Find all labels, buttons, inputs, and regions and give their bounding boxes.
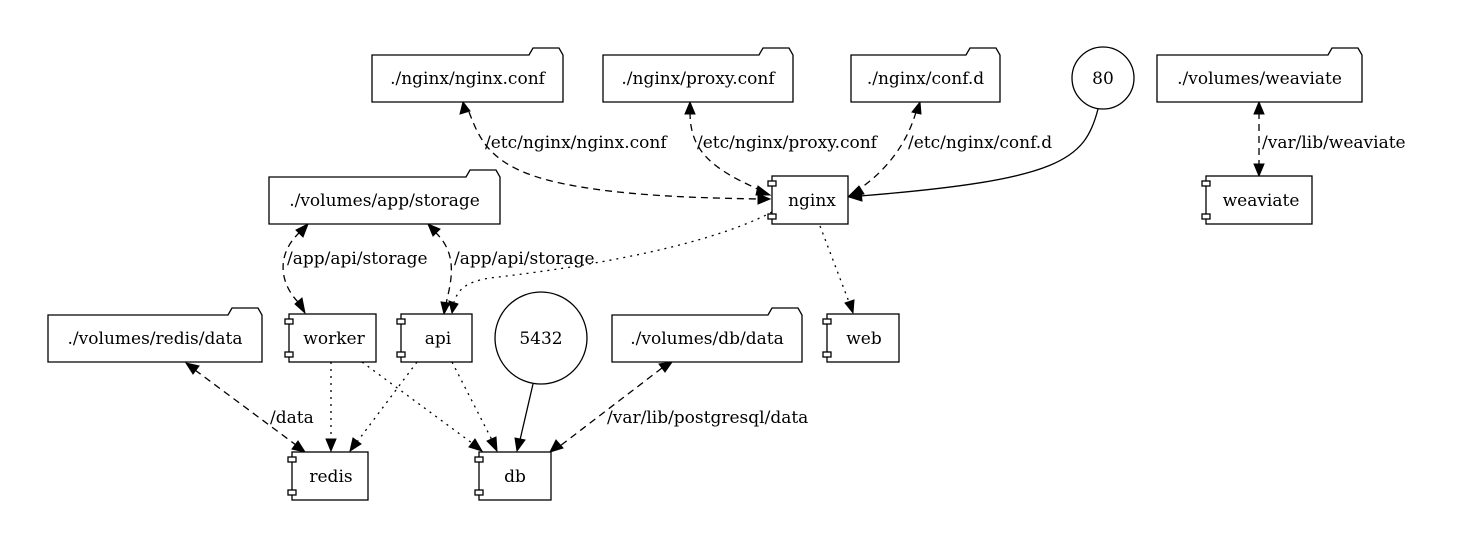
service-weaviate[interactable]: weaviate bbox=[1201, 175, 1313, 225]
volume-weaviate[interactable]: ./volumes/weaviate bbox=[1156, 47, 1363, 103]
arrowhead bbox=[468, 438, 484, 452]
volume-nodes: ./nginx/nginx.conf ./nginx/proxy.conf ./… bbox=[47, 47, 1363, 363]
component-tab-icon bbox=[396, 351, 406, 358]
service-label: nginx bbox=[788, 191, 836, 211]
service-web[interactable]: web bbox=[822, 313, 900, 363]
arrowhead bbox=[448, 300, 459, 315]
volume-label: ./nginx/conf.d bbox=[867, 69, 984, 89]
edge-proxy-conf bbox=[689, 111, 761, 191]
service-redis[interactable]: redis bbox=[287, 451, 369, 501]
arrowhead bbox=[757, 193, 772, 205]
port-5432[interactable]: 5432 bbox=[494, 291, 588, 385]
edge-port-80 bbox=[859, 108, 1099, 197]
port-80[interactable]: 80 bbox=[1071, 46, 1135, 110]
port-label: 5432 bbox=[519, 329, 562, 349]
component-tab-icon bbox=[822, 318, 832, 325]
component-tab-icon bbox=[284, 351, 294, 358]
edge-label-worker-storage: /app/api/storage bbox=[287, 249, 428, 269]
arrowhead bbox=[295, 222, 309, 238]
component-tab-icon bbox=[287, 456, 297, 463]
port-nodes: 80 5432 bbox=[494, 46, 1135, 385]
arrowhead bbox=[349, 437, 362, 453]
service-label: api bbox=[425, 329, 452, 349]
arrowhead bbox=[459, 100, 471, 115]
service-worker[interactable]: worker bbox=[284, 313, 377, 363]
arrowhead bbox=[486, 436, 498, 453]
port-label: 80 bbox=[1092, 69, 1114, 89]
volume-app-storage[interactable]: ./volumes/app/storage bbox=[268, 169, 501, 225]
edge-conf-d bbox=[857, 111, 917, 191]
edge-label-conf-d: /etc/nginx/conf.d bbox=[908, 133, 1052, 153]
volume-redis-data[interactable]: ./volumes/redis/data bbox=[47, 307, 263, 363]
edges bbox=[184, 100, 1265, 453]
service-label: db bbox=[504, 467, 526, 487]
service-label: worker bbox=[303, 329, 365, 349]
volume-label: ./nginx/nginx.conf bbox=[390, 69, 547, 89]
edge-nginx-conf bbox=[468, 111, 761, 200]
component-tab-icon bbox=[822, 351, 832, 358]
edge-db-data bbox=[559, 367, 663, 447]
component-tab-icon bbox=[474, 489, 484, 496]
component-tab-icon bbox=[284, 318, 294, 325]
edge-worker-db bbox=[361, 361, 473, 444]
arrowhead bbox=[847, 190, 863, 202]
volume-nginx-conf[interactable]: ./nginx/nginx.conf bbox=[371, 47, 564, 103]
arrowhead bbox=[1253, 163, 1265, 178]
arrowhead bbox=[755, 185, 772, 196]
component-tab-icon bbox=[287, 489, 297, 496]
arrowhead bbox=[549, 439, 564, 453]
service-label: web bbox=[846, 329, 882, 349]
volume-label: ./nginx/proxy.conf bbox=[621, 69, 776, 89]
component-tab-icon bbox=[474, 456, 484, 463]
component-tab-icon bbox=[767, 213, 777, 220]
edge-port-5432 bbox=[519, 383, 534, 441]
arrowhead bbox=[184, 362, 200, 375]
edge-api-redis bbox=[356, 361, 418, 443]
arrowhead bbox=[658, 361, 674, 373]
edge-label-api-storage: /app/api/storage bbox=[454, 249, 595, 269]
edge-label-weaviate: /var/lib/weaviate bbox=[1262, 133, 1406, 153]
edge-label-db-data: /var/lib/postgresql/data bbox=[607, 408, 808, 428]
edge-api-storage bbox=[434, 231, 453, 305]
service-label: redis bbox=[309, 467, 352, 487]
volume-label: ./volumes/app/storage bbox=[289, 191, 480, 211]
component-tab-icon bbox=[1201, 213, 1211, 220]
edge-label-redis-data: /data bbox=[270, 408, 314, 428]
arrowhead bbox=[291, 440, 307, 453]
edge-worker-storage bbox=[282, 231, 301, 305]
arrowhead bbox=[440, 301, 451, 316]
arrowhead bbox=[325, 438, 337, 453]
volume-db-data[interactable]: ./volumes/db/data bbox=[611, 307, 803, 363]
arrowhead bbox=[911, 100, 922, 115]
service-api[interactable]: api bbox=[396, 313, 473, 363]
volume-label: ./volumes/weaviate bbox=[1177, 69, 1342, 89]
edge-redis-data bbox=[194, 369, 297, 446]
arrowhead bbox=[427, 223, 441, 237]
edge-label-proxy-conf: /etc/nginx/proxy.conf bbox=[697, 133, 879, 153]
component-tab-icon bbox=[767, 180, 777, 187]
service-nginx[interactable]: nginx bbox=[767, 175, 849, 225]
service-db[interactable]: db bbox=[474, 451, 552, 501]
volume-proxy-conf[interactable]: ./nginx/proxy.conf bbox=[602, 47, 794, 103]
arrowhead bbox=[514, 437, 526, 453]
edge-nginx-web bbox=[819, 225, 850, 303]
arrowhead bbox=[844, 299, 855, 315]
volume-conf-d[interactable]: ./nginx/conf.d bbox=[850, 47, 1001, 103]
arrowhead bbox=[294, 297, 306, 315]
service-label: weaviate bbox=[1223, 191, 1300, 211]
edge-label-nginx-conf: /etc/nginx/nginx.conf bbox=[485, 133, 668, 153]
edge-api-db bbox=[451, 361, 493, 441]
arrowhead bbox=[684, 100, 696, 115]
edge-labels: /etc/nginx/nginx.conf /etc/nginx/proxy.c… bbox=[270, 133, 1406, 428]
component-tab-icon bbox=[1201, 180, 1211, 187]
service-nodes: nginx weaviate worker api web bbox=[284, 175, 1313, 501]
volume-label: ./volumes/redis/data bbox=[68, 329, 243, 349]
component-tab-icon bbox=[396, 318, 406, 325]
volume-label: ./volumes/db/data bbox=[630, 329, 783, 349]
arrowhead bbox=[1253, 100, 1265, 115]
